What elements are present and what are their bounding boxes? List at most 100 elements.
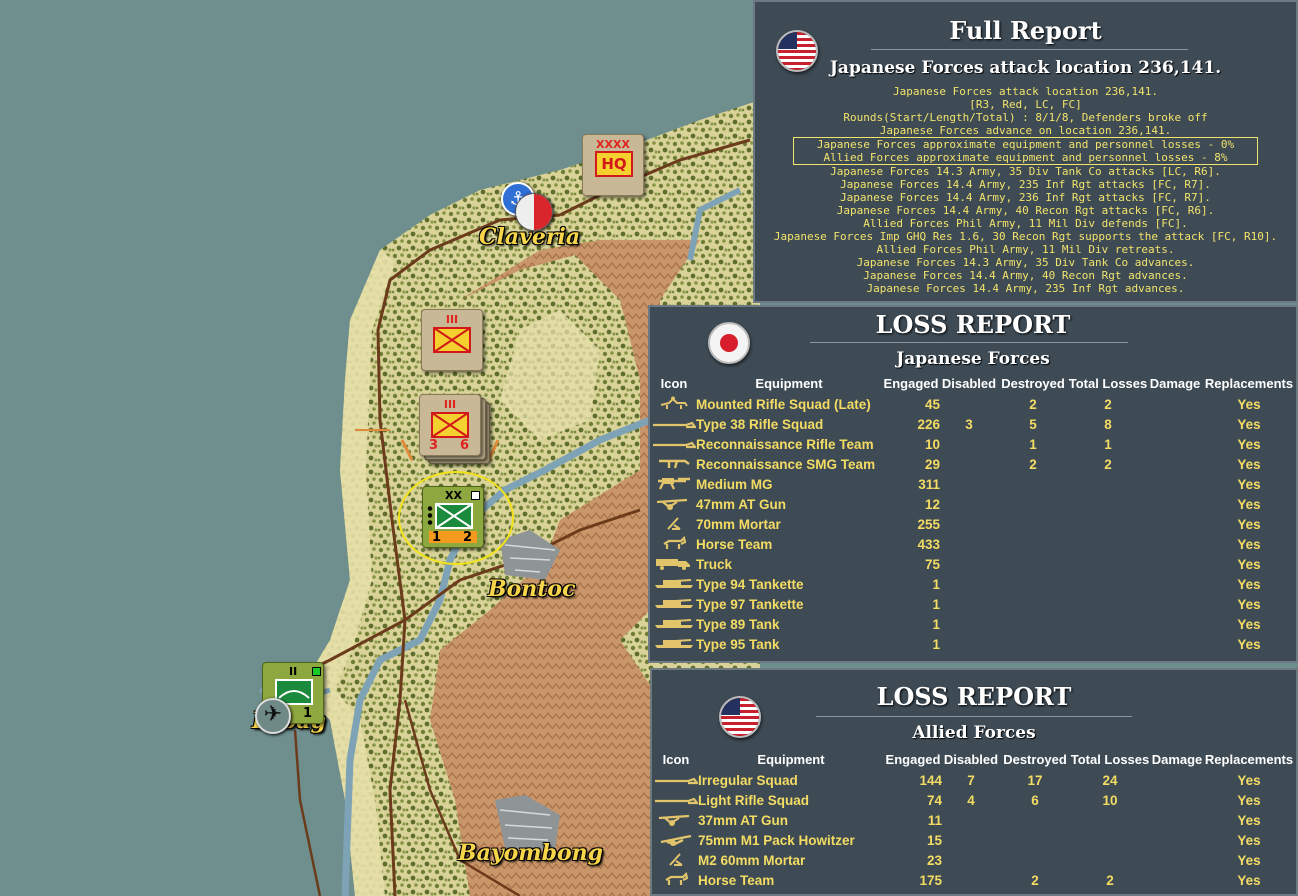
cell-damage bbox=[1148, 574, 1202, 594]
cell-equipment: 47mm AT Gun bbox=[696, 496, 787, 512]
cell-total bbox=[1068, 554, 1148, 574]
cell-damage bbox=[1150, 850, 1204, 870]
japanese-regiment-stack-counter[interactable]: III 3 6 bbox=[419, 394, 481, 456]
full-report-headline: Japanese Forces attack location 236,141. bbox=[829, 58, 1222, 78]
city-bontoc-icon bbox=[500, 530, 560, 580]
cell-destroyed: 2 bbox=[1029, 456, 1037, 472]
column-header-disabled: Disabled bbox=[941, 375, 997, 391]
rifle-icon bbox=[652, 414, 698, 434]
tank-icon bbox=[652, 634, 696, 654]
division-echelon: XX bbox=[445, 489, 462, 502]
cell-total: 24 bbox=[1102, 772, 1118, 788]
cell-damage bbox=[1148, 594, 1202, 614]
truck-icon bbox=[652, 554, 696, 574]
column-header-disabled: Disabled bbox=[943, 751, 999, 767]
cell-equipment: M2 60mm Mortar bbox=[698, 852, 806, 868]
cell-destroyed: 5 bbox=[1029, 416, 1037, 432]
airfield-icon[interactable]: ✈ bbox=[255, 698, 291, 734]
horse-icon bbox=[654, 870, 698, 890]
horse-icon bbox=[652, 534, 696, 554]
cell-equipment: Horse Team bbox=[698, 872, 775, 888]
infantry-symbol-icon bbox=[431, 412, 469, 438]
allied-division-counter[interactable]: XX 1 2 bbox=[422, 486, 484, 548]
column-header-destroyed: Destroyed bbox=[1003, 751, 1067, 767]
cell-destroyed bbox=[998, 634, 1068, 654]
mounted-rifle-icon bbox=[652, 394, 696, 414]
cell-disabled bbox=[942, 850, 1000, 870]
division-status-box bbox=[471, 491, 480, 500]
cell-replacements: Yes bbox=[1237, 852, 1261, 868]
column-header-damage: Damage bbox=[1151, 751, 1203, 767]
log-line: Japanese Forces 14.3 Army, 35 Div Tank C… bbox=[856, 256, 1195, 269]
cell-damage bbox=[1150, 870, 1204, 890]
column-header-damage: Damage bbox=[1149, 375, 1201, 391]
cell-damage bbox=[1148, 474, 1202, 494]
table-row[interactable]: M2 60mm Mortar 23 Yes bbox=[654, 850, 1294, 870]
cell-engaged: 175 bbox=[919, 872, 942, 888]
cell-damage bbox=[1150, 790, 1204, 810]
column-header-icon: Icon bbox=[660, 375, 688, 391]
log-line-allied-losses: Allied Forces approximate equipment and … bbox=[823, 151, 1228, 164]
cell-engaged: 29 bbox=[924, 456, 940, 472]
cell-disabled bbox=[940, 554, 998, 574]
log-line: Japanese Forces 14.3 Army, 35 Div Tank C… bbox=[830, 165, 1221, 178]
japanese-loss-subtitle: Japanese Forces bbox=[896, 349, 1050, 369]
cell-engaged: 1 bbox=[932, 616, 940, 632]
column-header-engaged: Engaged bbox=[885, 751, 941, 767]
cell-damage bbox=[1148, 454, 1202, 474]
combat-log: Japanese Forces attack location 236,141.… bbox=[755, 85, 1296, 295]
log-line: Japanese Forces 14.4 Army, 235 Inf Rgt a… bbox=[866, 282, 1185, 295]
cell-replacements: Yes bbox=[1237, 812, 1261, 828]
battalion-status-box bbox=[312, 667, 321, 676]
cell-engaged: 144 bbox=[919, 772, 942, 788]
city-bayombong-icon bbox=[495, 795, 560, 850]
cell-engaged: 23 bbox=[926, 852, 942, 868]
attack-value: 3 bbox=[429, 438, 439, 453]
title-divider bbox=[816, 716, 1132, 717]
column-header-destroyed: Destroyed bbox=[1001, 375, 1065, 391]
cell-replacements: Yes bbox=[1237, 396, 1261, 412]
cell-disabled: 4 bbox=[967, 792, 975, 808]
japanese-regiment-counter[interactable]: III bbox=[421, 309, 483, 371]
cell-replacements: Yes bbox=[1237, 792, 1261, 808]
machine-gun-icon bbox=[652, 474, 696, 494]
log-line-japanese-losses: Japanese Forces approximate equipment an… bbox=[816, 138, 1235, 151]
cell-equipment: Truck bbox=[696, 556, 733, 572]
hq-echelon: XXXX bbox=[596, 138, 630, 151]
japan-flag-icon bbox=[708, 322, 750, 364]
cell-engaged: 75 bbox=[924, 556, 940, 572]
full-report-panel[interactable]: Full Report Japanese Forces attack locat… bbox=[753, 0, 1298, 303]
cell-destroyed bbox=[998, 594, 1068, 614]
cell-equipment: Reconnaissance Rifle Team bbox=[696, 436, 874, 452]
cell-total bbox=[1068, 534, 1148, 554]
base-status-icon[interactable] bbox=[515, 193, 553, 231]
cell-engaged: 433 bbox=[917, 536, 940, 552]
cell-total bbox=[1070, 850, 1150, 870]
cell-disabled bbox=[940, 594, 998, 614]
cell-replacements: Yes bbox=[1237, 516, 1261, 532]
cell-damage bbox=[1148, 434, 1202, 454]
battalion-value: 1 bbox=[303, 706, 313, 721]
japanese-hq-counter[interactable]: XXXX HQ bbox=[582, 134, 644, 196]
cell-equipment: Horse Team bbox=[696, 536, 773, 552]
